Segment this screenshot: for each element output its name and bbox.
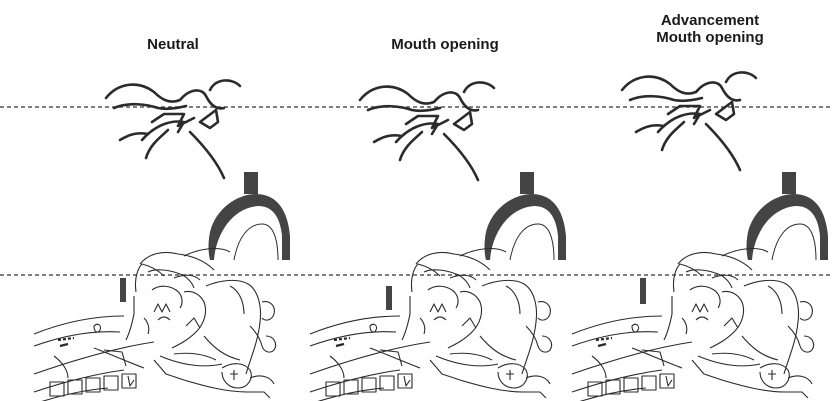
jaw-sketch-advancement (622, 72, 756, 170)
head-profile-sketch-neutral (34, 172, 290, 401)
head-profile-sketch-advancement (572, 172, 828, 401)
head-profile-sketch-mouth-opening (310, 172, 566, 401)
jaw-sketch-neutral (106, 80, 240, 178)
jaw-sketch-mouth-opening (360, 82, 494, 180)
